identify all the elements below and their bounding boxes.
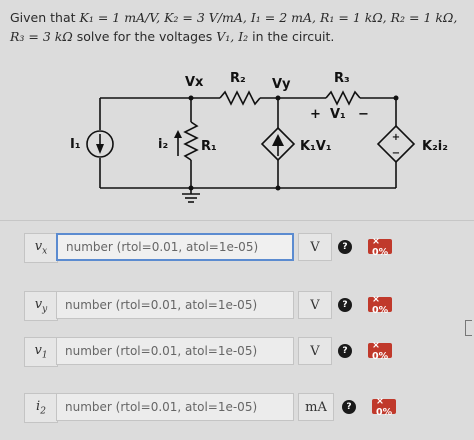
vx-unit: V <box>298 233 332 261</box>
problem-givens: K₁ = 1 mA/V, K₂ = 3 V/mA, I₁ = 2 mA, R₁ … <box>79 10 458 25</box>
var-label-vx: vx <box>24 233 58 263</box>
vx-placeholder: number (rtol=0.01, atol=1e-05) <box>66 240 259 254</box>
var-label-v1: v1 <box>24 337 58 367</box>
help-icon[interactable]: ? <box>338 240 352 254</box>
vy-placeholder: number (rtol=0.01, atol=1e-05) <box>65 298 258 312</box>
help-icon[interactable]: ? <box>342 400 356 414</box>
help-icon[interactable]: ? <box>338 298 352 312</box>
v1-placeholder: number (rtol=0.01, atol=1e-05) <box>65 344 258 358</box>
score-badge: × 0% <box>372 396 397 418</box>
problem-unknowns: V₁, I₂ <box>216 29 249 44</box>
problem-mid: solve for the voltages <box>72 29 217 44</box>
vx-input[interactable]: number (rtol=0.01, atol=1e-05) <box>56 233 294 261</box>
var-label-vy: vy <box>24 291 58 321</box>
problem-suffix: in the circuit. <box>248 29 335 44</box>
source-plus: + <box>392 132 400 143</box>
k1v1-label: K₁V₁ <box>300 139 332 154</box>
score-badge: × 0% <box>368 236 393 258</box>
v1-label: V₁ <box>330 107 346 122</box>
i2-label: i₂ <box>158 137 168 152</box>
var-label-i2: i2 <box>24 393 58 423</box>
vy-unit: V <box>298 291 332 319</box>
v1-input[interactable]: number (rtol=0.01, atol=1e-05) <box>56 337 294 365</box>
v1-unit: V <box>298 337 332 365</box>
problem-givens-r3: R₃ = 3 kΩ <box>10 29 73 44</box>
resize-handle[interactable] <box>465 320 472 336</box>
problem-prefix: Given that <box>10 10 80 25</box>
v1-minus: − <box>358 107 369 122</box>
r2-label: R₂ <box>230 71 246 86</box>
i1-label: I₁ <box>70 137 81 152</box>
help-icon[interactable]: ? <box>338 344 352 358</box>
v1-plus: + <box>310 107 321 122</box>
k2i2-label: K₂i₂ <box>422 139 448 154</box>
score-badge: × 0% <box>368 294 393 316</box>
i2-unit: mA <box>298 393 334 421</box>
circuit-diagram: Vx Vy R₂ R₃ + V₁ − I₁ i₂ R₁ K₁V₁ K₂i₂ + … <box>70 71 448 203</box>
vy-input[interactable]: number (rtol=0.01, atol=1e-05) <box>56 291 294 319</box>
r1-label: R₁ <box>201 139 217 154</box>
divider <box>0 220 474 221</box>
i2-input[interactable]: number (rtol=0.01, atol=1e-05) <box>56 393 294 421</box>
node-vy-label: Vy <box>272 77 291 92</box>
i2-arrow-icon <box>174 130 182 138</box>
i2-placeholder: number (rtol=0.01, atol=1e-05) <box>65 400 258 414</box>
i1-arrow-icon <box>96 144 104 154</box>
k1v1-arrow-icon <box>272 134 284 146</box>
node-vx-label: Vx <box>185 75 204 90</box>
problem-statement: Given that K₁ = 1 mA/V, K₂ = 3 V/mA, I₁ … <box>10 8 468 46</box>
r3-label: R₃ <box>334 71 350 86</box>
source-minus: − <box>392 148 400 159</box>
score-badge: × 0% <box>368 340 393 362</box>
